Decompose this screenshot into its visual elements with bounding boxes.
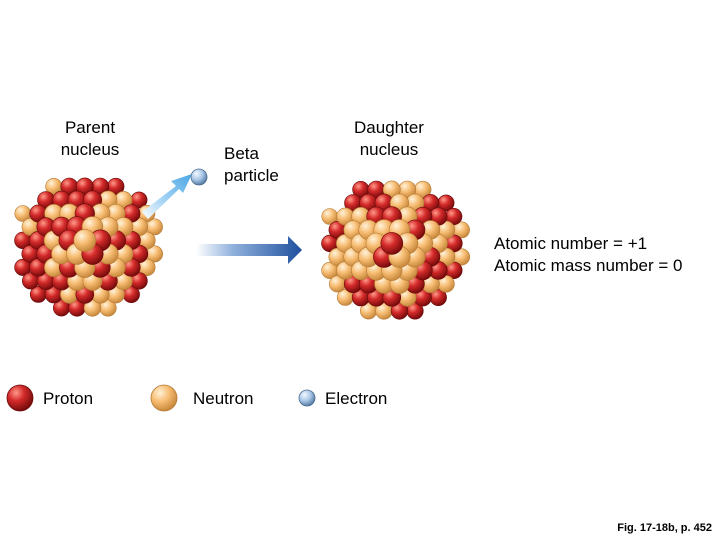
figure-reference: Fig. 17-18b, p. 452 <box>617 522 712 534</box>
daughter-nucleus <box>321 180 470 320</box>
parent-nucleus-label: Parent nucleus <box>40 117 140 161</box>
beta-emission-arrow <box>142 174 192 219</box>
legend-proton-label: Proton <box>43 389 94 408</box>
beta-particle-icon <box>190 168 208 186</box>
daughter-nucleus-label-line2: nucleus <box>359 140 419 159</box>
parent-nucleus-neutron-sphere <box>73 229 97 252</box>
legend-neutron-label: Neutron <box>193 389 254 408</box>
beta-particle-label-line2: particle <box>224 166 279 185</box>
beta-particle-label-line1: Beta <box>224 144 259 163</box>
decay-result-label: Atomic number = +1 Atomic mass number = … <box>494 233 718 277</box>
parent-nucleus-label-line2: nucleus <box>60 140 120 159</box>
proton-sphere-icon <box>6 384 34 412</box>
parent-nucleus <box>14 177 164 317</box>
decay-transform-arrow <box>196 236 302 264</box>
legend-electron-label: Electron <box>325 389 388 408</box>
beta-particle-label: Beta particle <box>224 143 314 187</box>
daughter-nucleus-label-line1: Daughter <box>354 118 424 137</box>
daughter-nucleus-proton-sphere <box>380 232 404 255</box>
electron-sphere-icon <box>298 389 316 407</box>
parent-nucleus-label-line1: Parent <box>64 118 116 137</box>
daughter-nucleus-label: Daughter nucleus <box>334 117 444 161</box>
neutron-sphere-icon <box>150 384 178 412</box>
atomic-number-change: Atomic number = +1 <box>494 234 648 253</box>
atomic-mass-number-change: Atomic mass number = 0 <box>494 256 683 275</box>
